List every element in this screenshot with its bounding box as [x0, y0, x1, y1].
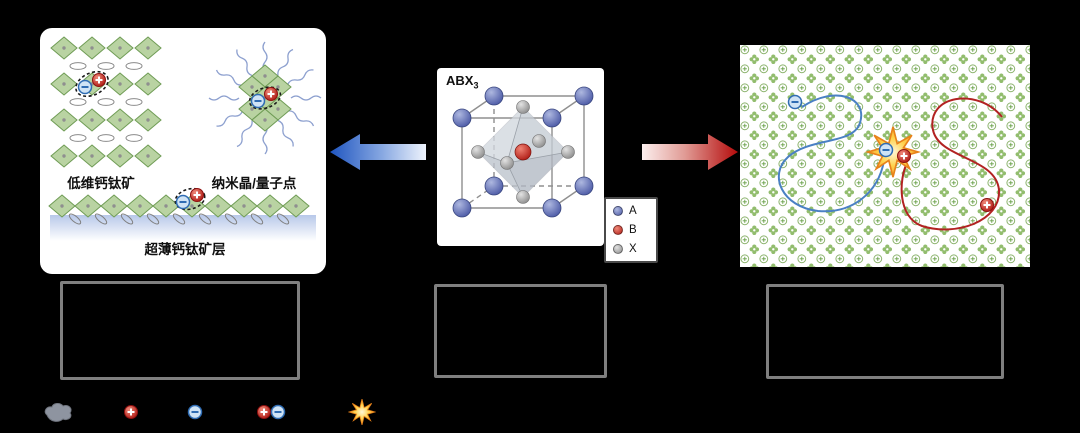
legend-row-x: X: [613, 240, 656, 258]
hole-icon: [92, 73, 106, 87]
exciton-marker: [75, 70, 109, 98]
hole-path: [900, 97, 1003, 231]
ultrathin-layer: [48, 187, 316, 241]
legend-row-b: B: [613, 221, 656, 239]
legend-label-a: A: [629, 204, 637, 217]
electron-marker-icon: [878, 142, 894, 158]
hole-icon: [264, 87, 278, 101]
formula-subscript: 3: [473, 80, 479, 91]
unit-cell-panel: ABX3: [437, 68, 604, 246]
formula-base: ABX: [446, 73, 474, 88]
label-ultrathin-perovskite-layer: 超薄钙钛矿层: [144, 242, 226, 257]
caption-box-right: [766, 284, 1004, 379]
electron-icon: [77, 79, 93, 95]
electron-icon: [175, 194, 191, 210]
electron-path: [777, 94, 885, 213]
abx-legend: A B X: [604, 197, 658, 263]
caption-box-left: [60, 281, 300, 380]
2d-perovskite-lattice: [50, 36, 162, 168]
x-site-spheres: [471, 100, 575, 204]
a-site-dot-icon: [613, 205, 623, 216]
carrier-diffusion-art: [740, 45, 1030, 267]
carrier-transport-panel: [740, 45, 1030, 267]
gray-blob-icon: [44, 403, 72, 422]
right-arrow: [642, 134, 738, 170]
bottom-legend: [0, 394, 1080, 430]
exciton-marker: [174, 187, 206, 211]
formula-abx3: ABX3: [446, 73, 478, 91]
a-site-spheres-back: [484, 86, 594, 196]
perovskite-unit-cell: [452, 86, 594, 218]
electron-icon: [250, 93, 266, 109]
x-site-sphere: [532, 134, 546, 148]
organic-spacer-molecules: [69, 62, 143, 142]
caption-box-center: [434, 284, 607, 378]
a-site-spheres-front: [452, 108, 562, 218]
photon-emission-icon: [348, 398, 376, 426]
nanocrystal-quantum-dot: [208, 41, 322, 155]
derivatives-panel: 低维钙钛矿 纳米晶/量子点 超薄钙钛矿层: [40, 28, 326, 274]
electron-marker-icon: [787, 94, 803, 110]
b-site-dot-icon: [613, 224, 623, 235]
hole-marker-icon: [980, 198, 994, 212]
hole-marker-icon: [897, 149, 911, 163]
legend-label-x: X: [629, 243, 637, 256]
left-arrow: [330, 134, 426, 170]
low-dim-structures-art: [48, 36, 322, 241]
electron-icon: [187, 404, 203, 420]
b-site-sphere: [514, 143, 532, 161]
legend-label-b: B: [629, 223, 637, 236]
x-site-dot-icon: [613, 244, 623, 255]
nanocrystal-cluster: [238, 64, 292, 132]
label-nanocrystal-quantum-dot: 纳米晶/量子点: [211, 176, 297, 191]
surface-ligands: [68, 213, 290, 225]
hole-icon: [124, 405, 138, 419]
exciton-pair-icon: [257, 404, 286, 420]
label-low-dimensional-perovskite: 低维钙钛矿: [67, 176, 135, 191]
legend-row-a: A: [613, 202, 656, 220]
exciton-marker: [248, 86, 282, 110]
